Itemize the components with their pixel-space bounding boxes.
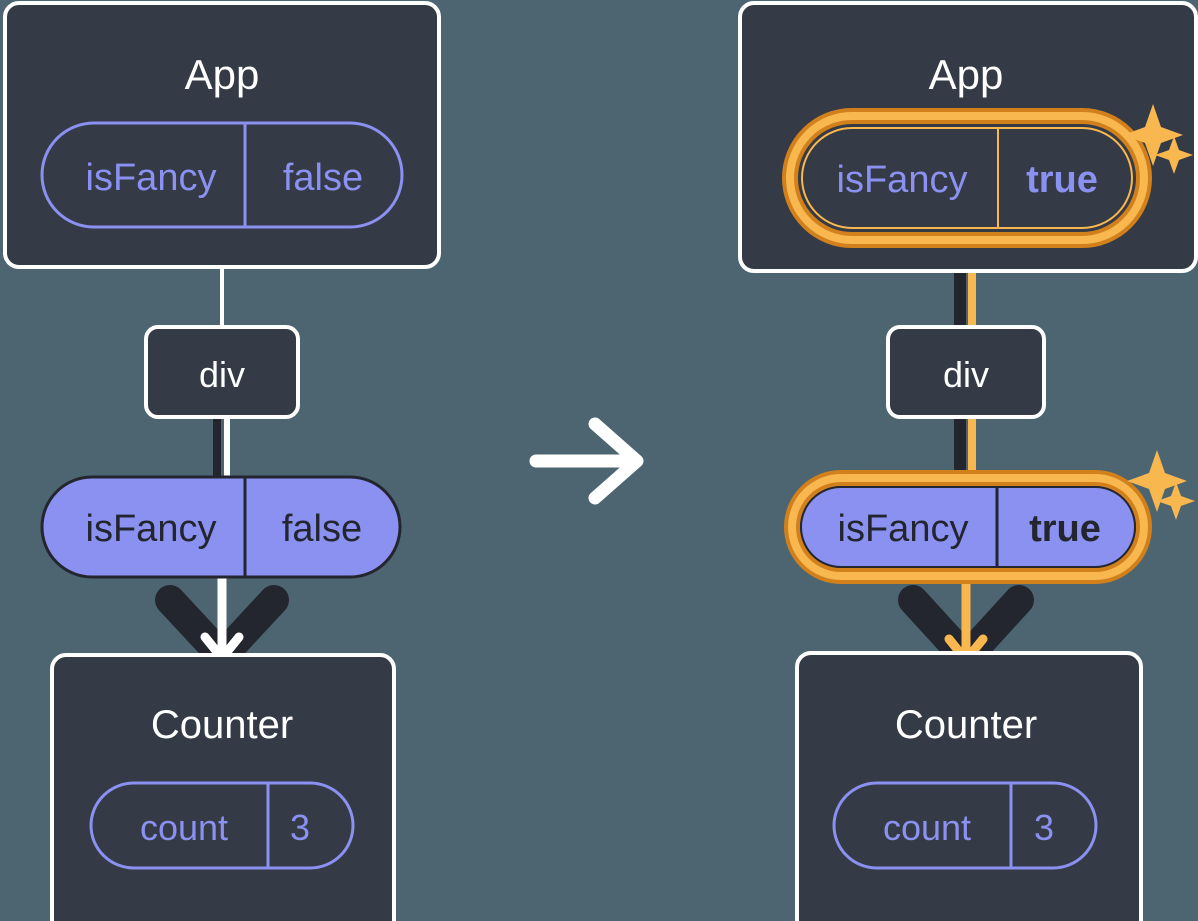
counter-box-after-frame — [795, 651, 1143, 921]
counter-box-before-frame — [50, 653, 396, 921]
app-box-before-frame — [3, 1, 441, 269]
counter-title-before: Counter — [151, 703, 293, 747]
div-label-before: div — [199, 354, 245, 395]
prop-pill-after-body — [800, 486, 1136, 568]
panel-after: App isFancy true div — [738, 1, 1198, 921]
app-state-pill-before-outline — [40, 121, 404, 229]
sparkle-small-icon — [1155, 136, 1193, 174]
counter-title-after: Counter — [895, 703, 1037, 747]
counter-state-pill-before-key: count — [140, 807, 228, 848]
prop-pill-after-value: true — [1029, 508, 1101, 550]
div-label-after: div — [943, 354, 989, 395]
app-state-pill-before-key: isFancy — [86, 157, 217, 199]
prop-pill-after-highlight-inner — [788, 474, 1148, 580]
app-state-pill-after-value: true — [1026, 159, 1098, 201]
counter-state-pill-after-outline — [832, 781, 1098, 870]
app-box-before[interactable]: App — [3, 1, 441, 269]
sparkle-group-app-after — [1123, 104, 1193, 174]
counter-state-pill-before-value: 3 — [290, 807, 310, 848]
div-box-before[interactable]: div — [144, 325, 300, 419]
sparkle-group-prop-after — [1127, 450, 1195, 520]
counter-state-pill-before-outline — [89, 781, 355, 870]
counter-state-pill-after-value: 3 — [1034, 807, 1054, 848]
app-title-before: App — [185, 51, 260, 98]
prop-pill-before[interactable]: isFancy false — [40, 475, 402, 579]
div-box-before-frame — [144, 325, 300, 419]
sparkle-large-icon — [1123, 104, 1183, 166]
prop-pill-after-key: isFancy — [838, 508, 969, 550]
counter-state-pill-after[interactable]: count 3 — [832, 781, 1098, 870]
prop-pill-before-value: false — [282, 508, 362, 550]
div-box-after[interactable]: div — [886, 325, 1046, 419]
panel-before: App isFancy false div isFancy false — [3, 1, 441, 921]
transition-arrow — [529, 417, 644, 505]
sparkle-small-icon-2 — [1157, 482, 1195, 520]
counter-box-before[interactable]: Counter — [50, 653, 396, 921]
app-state-pill-after-key: isFancy — [837, 159, 968, 201]
app-state-pill-after[interactable]: isFancy true — [782, 108, 1152, 248]
sparkle-large-icon-2 — [1127, 450, 1187, 512]
prop-pill-before-key: isFancy — [86, 508, 217, 550]
app-state-pill-after-highlight-inner — [786, 112, 1148, 244]
prop-pill-before-body — [40, 475, 402, 579]
app-state-pill-before-value: false — [283, 157, 363, 199]
prop-pill-after[interactable]: isFancy true — [784, 470, 1152, 584]
counter-state-pill-before[interactable]: count 3 — [89, 781, 355, 870]
counter-state-pill-after-key: count — [883, 807, 971, 848]
app-state-pill-before[interactable]: isFancy false — [40, 121, 404, 229]
counter-box-after[interactable]: Counter — [795, 651, 1143, 921]
app-state-pill-after-body — [801, 127, 1133, 229]
div-box-after-frame — [886, 325, 1046, 419]
app-title-after: App — [929, 51, 1004, 98]
right-arrow-icon-head — [588, 417, 644, 505]
